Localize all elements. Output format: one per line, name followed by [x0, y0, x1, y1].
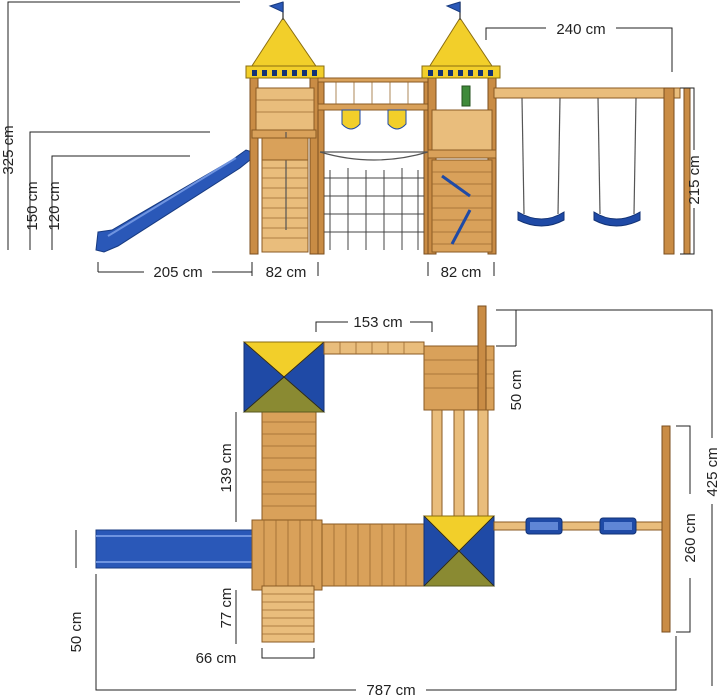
ladder-rungs-side [262, 167, 308, 239]
top-dimension-lines [75, 309, 713, 691]
swing-set-side [493, 87, 691, 255]
ladder-top [261, 585, 315, 643]
dim-total-depth: 425 cm [704, 447, 720, 496]
deck-vertical [261, 409, 317, 521]
top-view: 153 cm 50 cm 425 cm 139 cm 260 cm 77 cm … [68, 305, 720, 697]
slide-side [95, 149, 253, 253]
dim-ladder-depth: 77 cm [218, 588, 235, 629]
shield-icon [387, 109, 407, 130]
dim-slide-height-150: 150 cm [24, 181, 41, 230]
dim-slide-height-120: 120 cm [46, 181, 63, 230]
dim-swing-height: 215 cm [686, 155, 703, 204]
roof-top-left [242, 341, 326, 413]
dim-ladder-width: 66 cm [196, 650, 237, 667]
dim-slide-width: 50 cm [68, 612, 85, 653]
dim-bridge-width: 153 cm [353, 314, 402, 331]
dim-slide-length: 205 cm [153, 264, 202, 281]
dim-total-width: 787 cm [366, 682, 415, 697]
swing-seat [517, 211, 565, 227]
dim-platform-length: 139 cm [218, 443, 235, 492]
left-tower [245, 1, 325, 255]
monkey-bars-top [323, 341, 425, 355]
cargo-net [324, 168, 424, 250]
side-dimension-lines [7, 1, 695, 276]
dim-offset-50: 50 cm [508, 370, 525, 411]
roof-lower-right [422, 515, 496, 587]
deck-central [251, 519, 323, 591]
shield-icon [341, 109, 361, 130]
dim-total-height: 325 cm [0, 125, 17, 174]
side-view: 325 cm 150 cm 120 cm 205 cm 82 cm 82 cm … [0, 1, 703, 281]
climbing-wall-side [317, 77, 431, 255]
dim-right-tower: 82 cm [441, 264, 482, 281]
dim-left-tower: 82 cm [266, 264, 307, 281]
dim-swing-width: 240 cm [556, 21, 605, 38]
swing-seat [593, 211, 641, 227]
right-tower [421, 1, 501, 255]
deck-horizontal [321, 523, 425, 587]
sword-icon [441, 174, 471, 198]
sword-icon [450, 209, 472, 245]
dim-swing-frame: 260 cm [682, 513, 699, 562]
swing-beam-top [493, 425, 671, 633]
